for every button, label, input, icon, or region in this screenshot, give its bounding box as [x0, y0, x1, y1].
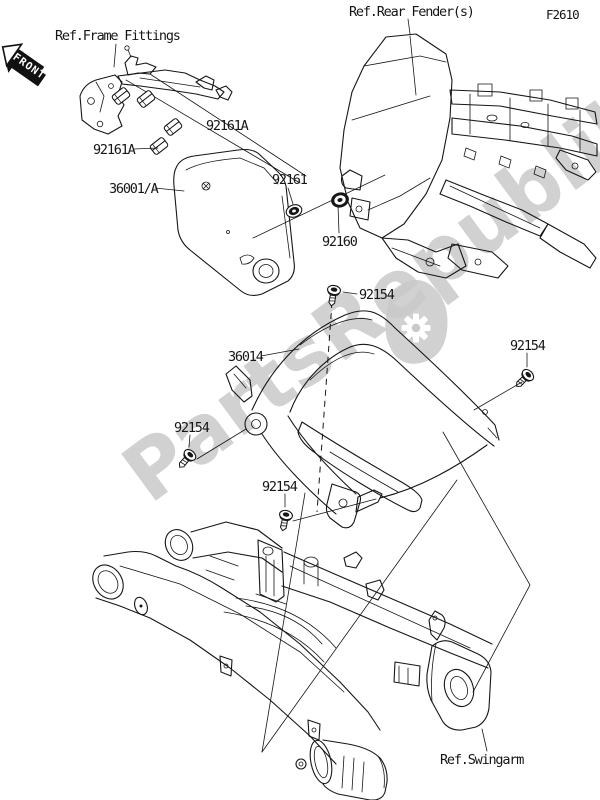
part-label-92154-right: 92154 [510, 338, 546, 354]
grommet-damper-group [252, 174, 386, 239]
part-label-92160: 92160 [322, 234, 358, 250]
part-label-36014: 36014 [228, 349, 264, 365]
side-cover-36001 [173, 148, 295, 297]
part-label-92154-left: 92154 [174, 420, 210, 436]
part-label-92154-top: 92154 [359, 287, 395, 303]
screw-92154-right [511, 366, 537, 392]
part-label-92161a-right: 92161A [206, 118, 249, 134]
grommet-92161 [285, 204, 303, 218]
chain-cover-36014 [225, 301, 500, 529]
front-direction-badge: FRONT [1, 43, 47, 87]
labels: Ref.Frame Fittings Ref.Rear Fender(s) F2… [55, 4, 580, 768]
damper-92160 [331, 192, 349, 208]
part-label-36001: 36001/A [109, 181, 159, 197]
watermark-text: PartsRepublik [106, 69, 600, 520]
page-code: F2610 [546, 7, 579, 22]
part-label-92154-bottom: 92154 [262, 479, 298, 495]
ref-rear-fender-label: Ref.Rear Fender(s) [349, 4, 474, 20]
center-assembly-dash-line [316, 301, 333, 513]
leader-lines-short [113, 18, 528, 752]
frame-fitting-bracket [79, 45, 233, 135]
rear-fender-assembly [339, 33, 598, 279]
leader-lines-long [261, 431, 531, 753]
ref-swingarm-label: Ref.Swingarm [440, 752, 524, 768]
part-label-92161: 92161 [272, 172, 308, 188]
screw-92154-bottom [275, 508, 294, 533]
swingarm [92, 521, 493, 800]
part-label-92161a-left: 92161A [93, 142, 136, 158]
ref-frame-fittings-label: Ref.Frame Fittings [55, 28, 180, 44]
watermark-logo [385, 280, 448, 364]
gear-icon [401, 313, 431, 343]
watermark: PartsRepublik [106, 69, 600, 520]
